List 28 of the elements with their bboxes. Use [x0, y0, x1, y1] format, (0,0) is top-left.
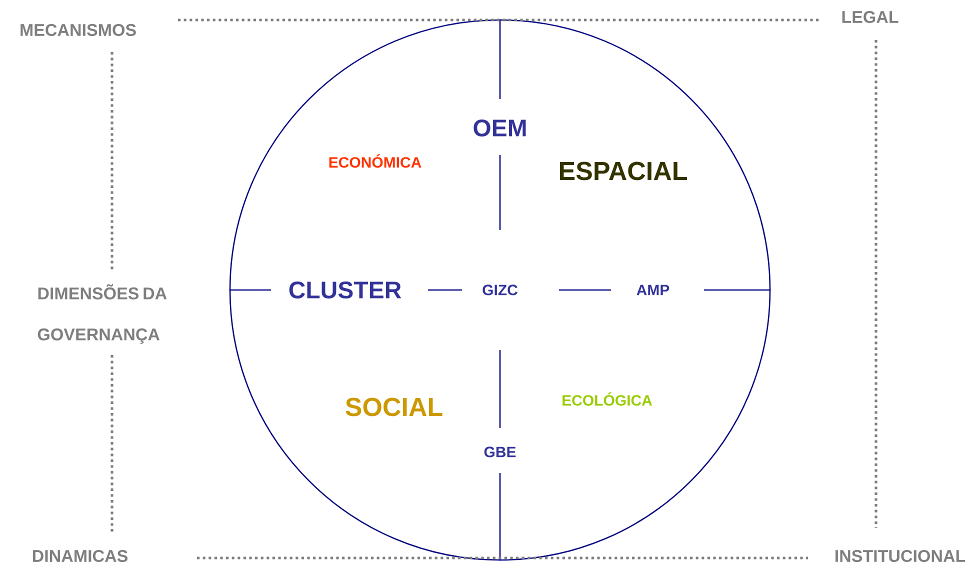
abbreviation-label: OEM [474, 120, 526, 136]
connector-line [428, 289, 462, 291]
dimension-label: SOCIAL [346, 398, 442, 416]
abbreviation-label: GIZC [482, 284, 518, 296]
cluster-label: CLUSTER [289, 282, 402, 298]
connector-line [704, 289, 771, 291]
dimension-label: ECOLÓGICA [562, 392, 652, 406]
dotted-line [110, 52, 114, 270]
corner-label: DINAMICAS [33, 550, 128, 562]
connector-line [559, 289, 611, 291]
connector-line [499, 155, 501, 230]
connector-line [499, 473, 501, 561]
dotted-line [110, 355, 114, 532]
corner-label: LEGAL [842, 10, 898, 24]
dotted-line [874, 40, 878, 528]
corner-label: MECANISMOS [20, 24, 136, 36]
corner-label: INSTITUCIONAL [836, 550, 966, 562]
connector-line [229, 289, 271, 291]
abbreviation-label: AMP [636, 284, 670, 296]
dimension-label: ESPACIAL [560, 162, 687, 180]
dotted-line [197, 556, 808, 560]
dimension-label: ECONÓMICA [329, 154, 422, 168]
connector-line [499, 350, 501, 428]
dotted-line [178, 18, 820, 22]
connector-line [499, 19, 501, 99]
circle [229, 19, 771, 561]
axis-label: DIMENSÕES DA GOVERNANÇA [38, 284, 167, 344]
abbreviation-label: GBE [484, 446, 516, 458]
